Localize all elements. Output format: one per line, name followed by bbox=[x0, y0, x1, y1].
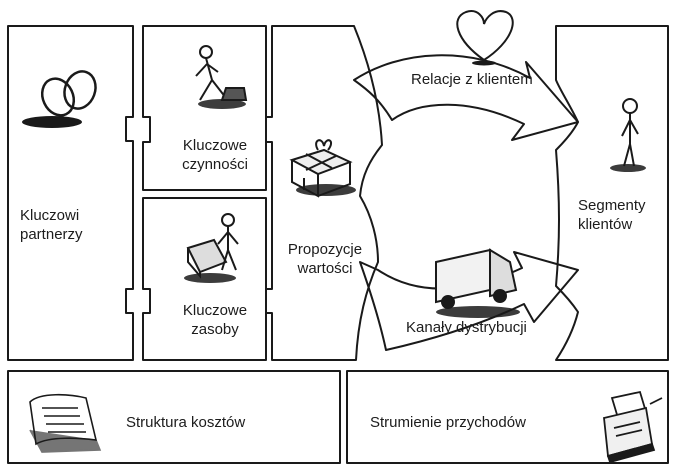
heart-icon bbox=[456, 10, 514, 66]
receipt-icon bbox=[29, 393, 102, 453]
person-icon bbox=[610, 98, 646, 172]
key-activities-block bbox=[142, 25, 267, 191]
revenue-streams-block bbox=[346, 370, 669, 464]
gift-icon bbox=[289, 139, 356, 198]
rings-icon bbox=[22, 70, 97, 128]
key-partners-block bbox=[7, 25, 134, 361]
key-partners-label: Kluczowi partnerzy bbox=[20, 207, 83, 243]
worker-icon bbox=[195, 45, 248, 109]
customer-segments-label: Segmenty klientów bbox=[578, 197, 646, 233]
key-resources-block bbox=[142, 197, 267, 361]
value-propositions-block bbox=[265, 25, 383, 361]
key-resources-label: Kluczowe zasoby bbox=[182, 302, 248, 338]
worker-with-machine-icon bbox=[184, 213, 239, 283]
customer-relationships-label: Relacje z klientem bbox=[411, 71, 533, 88]
channels-label: Kanały dystrybucji bbox=[406, 319, 527, 336]
key-activities-label: Kluczowe czynności bbox=[182, 137, 248, 173]
revenue-streams-label: Strumienie przychodów bbox=[370, 414, 526, 431]
value-propositions-label: Propozycje wartości bbox=[287, 241, 363, 277]
cost-structure-label: Struktura kosztów bbox=[126, 414, 246, 431]
customer-segments-block bbox=[555, 25, 669, 361]
truck-icon bbox=[435, 248, 520, 318]
cash-register-icon bbox=[603, 390, 663, 464]
customer-relationships-arrow bbox=[353, 54, 579, 141]
cost-structure-block bbox=[7, 370, 341, 464]
